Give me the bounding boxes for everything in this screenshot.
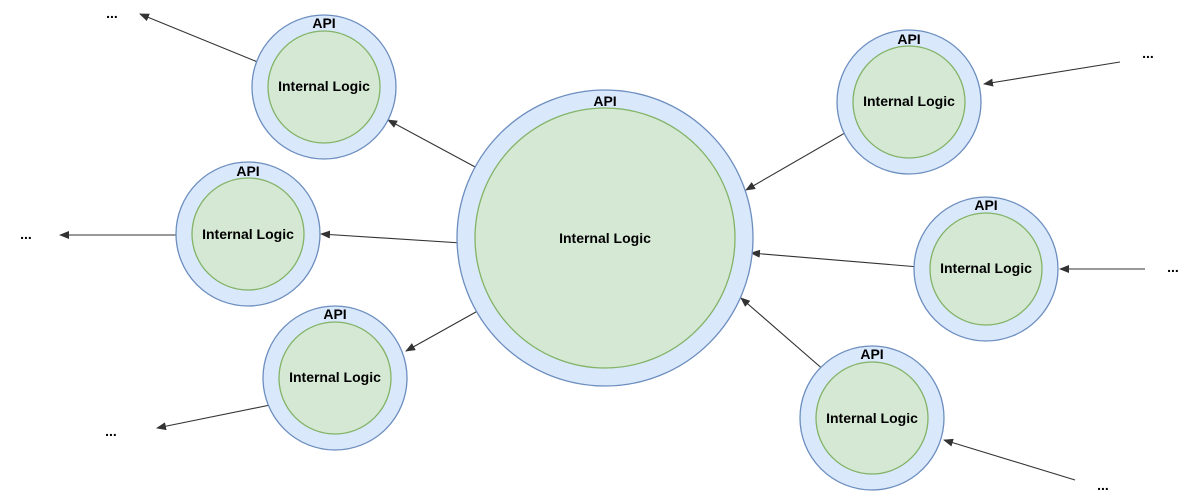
api-label: API: [323, 306, 346, 322]
continuation-middle-right: ...: [1167, 259, 1179, 275]
edge-bottom-left-to-continuation: [156, 402, 281, 431]
internal-logic: [191, 177, 305, 291]
continuation-bottom-right: ...: [1097, 477, 1109, 493]
api-label: API: [860, 346, 883, 362]
continuation-top-left: ...: [106, 5, 118, 21]
edge-central-to-top-left: [387, 119, 491, 176]
continuation-top-right: ...: [1142, 45, 1154, 61]
internal-logic: [267, 30, 381, 144]
continuation-bottom-left: ...: [105, 423, 117, 439]
service-node-bottom-right: API Internal Logic: [799, 345, 945, 491]
edge-continuation-to-bottom-right: [943, 438, 1076, 481]
api-label: API: [236, 163, 259, 179]
internal-logic: [815, 361, 929, 475]
service-node-top-left: API Internal Logic: [251, 14, 397, 160]
internal-logic: [278, 321, 392, 435]
api-label: API: [897, 31, 920, 47]
service-node-bottom-left: API Internal Logic: [262, 305, 408, 451]
edge-top-right-to-central: [745, 125, 858, 191]
internal-logic: [852, 45, 966, 159]
central-internal-logic: [474, 107, 736, 369]
continuation-middle-left: ...: [20, 226, 32, 242]
service-node-middle-right: API Internal Logic: [913, 196, 1059, 342]
edge-middle-right-to-central: [750, 249, 932, 269]
logic-label: Internal Logic: [202, 226, 294, 242]
logic-label: Internal Logic: [278, 78, 370, 94]
api-label: API: [974, 197, 997, 213]
edge-continuation-to-top-right: [983, 61, 1121, 87]
logic-label: Internal Logic: [289, 369, 381, 385]
edge-central-to-middle-left: [320, 230, 478, 245]
central-service-node: API Internal Logic: [456, 89, 754, 387]
edge-top-left-to-continuation: [139, 13, 266, 66]
logic-label: Internal Logic: [826, 410, 918, 426]
internal-logic: [929, 212, 1043, 326]
logic-label: Internal Logic: [863, 93, 955, 109]
central-api-label: API: [593, 93, 616, 109]
logic-label: Internal Logic: [940, 260, 1032, 276]
api-label: API: [312, 15, 335, 31]
service-node-top-right: API Internal Logic: [836, 29, 982, 175]
central-logic-label: Internal Logic: [559, 230, 651, 246]
service-node-middle-left: API Internal Logic: [175, 161, 321, 307]
edge-bottom-right-to-central: [740, 297, 834, 379]
